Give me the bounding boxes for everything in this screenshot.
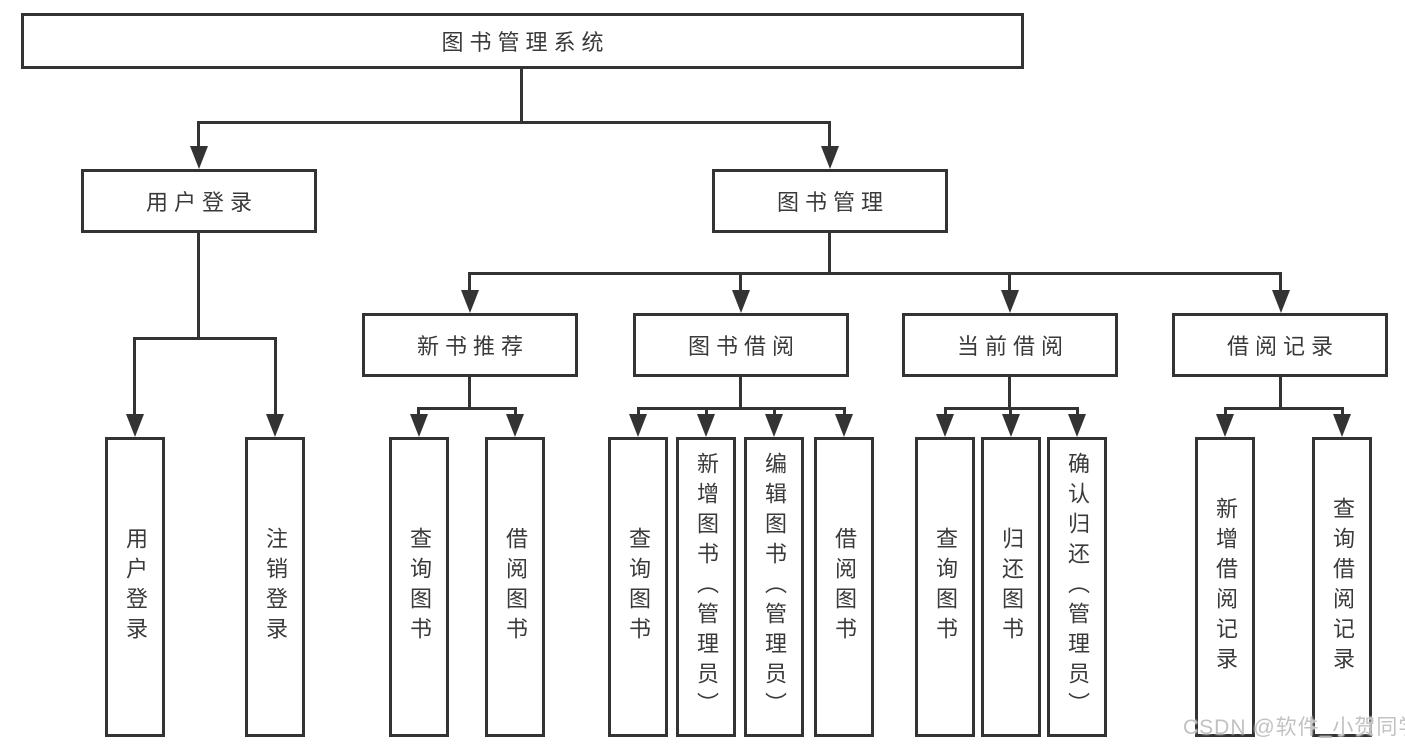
leaf-return-book: 归还图书 bbox=[981, 437, 1041, 737]
leaf-query-borrow-record: 查询借阅记录 bbox=[1312, 437, 1372, 737]
connector-line bbox=[468, 272, 1282, 275]
node-current-borrow-label: 当前借阅 bbox=[956, 334, 1069, 359]
node-book-management-label: 图书管理 bbox=[776, 190, 889, 215]
leaf-query-book-1-label: 查询图书 bbox=[407, 527, 432, 647]
connector-line bbox=[705, 407, 708, 417]
arrow-down-icon bbox=[1216, 414, 1234, 437]
leaf-add-borrow-record: 新增借阅记录 bbox=[1195, 437, 1255, 737]
leaf-query-book-3-label: 查询图书 bbox=[933, 527, 958, 647]
connector-line bbox=[1076, 407, 1079, 417]
connector-line bbox=[773, 407, 776, 417]
arrow-down-icon bbox=[1272, 290, 1290, 313]
leaf-logout: 注销登录 bbox=[245, 437, 305, 737]
leaf-user-login: 用户登录 bbox=[105, 437, 165, 737]
connector-line bbox=[1279, 272, 1282, 292]
connector-line bbox=[197, 121, 200, 149]
node-book-management: 图书管理 bbox=[712, 169, 948, 233]
connector-line bbox=[197, 233, 200, 337]
arrow-down-icon bbox=[506, 414, 524, 437]
connector-line bbox=[637, 407, 640, 417]
connector-line bbox=[514, 407, 517, 417]
arrow-down-icon bbox=[266, 414, 284, 437]
node-root: 图书管理系统 bbox=[21, 13, 1024, 69]
leaf-edit-book-admin: 编辑图书（管理员） bbox=[744, 437, 804, 737]
connector-line bbox=[1224, 407, 1344, 410]
leaf-borrow-book-2: 借阅图书 bbox=[814, 437, 874, 737]
leaf-query-borrow-record-label: 查询借阅记录 bbox=[1330, 497, 1355, 677]
leaf-query-book-2-label: 查询图书 bbox=[626, 527, 651, 647]
node-root-label: 图书管理系统 bbox=[441, 30, 610, 55]
arrow-down-icon bbox=[1333, 414, 1351, 437]
arrow-down-icon bbox=[697, 414, 715, 437]
leaf-add-book-admin-label: 新增图书（管理员） bbox=[694, 452, 719, 722]
leaf-return-book-label: 归还图书 bbox=[999, 527, 1024, 647]
connector-line bbox=[843, 407, 846, 417]
connector-line bbox=[133, 337, 277, 340]
leaf-confirm-return-admin-label: 确认归还（管理员） bbox=[1065, 452, 1090, 722]
connector-line bbox=[739, 377, 742, 408]
node-user-login-label: 用户登录 bbox=[145, 190, 258, 215]
leaf-borrow-book-1: 借阅图书 bbox=[485, 437, 545, 737]
connector-line bbox=[1341, 407, 1344, 417]
connector-line bbox=[1279, 377, 1282, 408]
connector-line bbox=[417, 407, 517, 410]
node-current-borrow: 当前借阅 bbox=[902, 313, 1118, 377]
leaf-borrow-book-2-label: 借阅图书 bbox=[832, 527, 857, 647]
arrow-down-icon bbox=[765, 414, 783, 437]
arrow-down-icon bbox=[732, 290, 750, 313]
leaf-logout-label: 注销登录 bbox=[263, 527, 288, 647]
leaf-edit-book-admin-label: 编辑图书（管理员） bbox=[762, 452, 787, 722]
arrow-down-icon bbox=[1068, 414, 1086, 437]
leaf-add-borrow-record-label: 新增借阅记录 bbox=[1213, 497, 1238, 677]
connector-line bbox=[1224, 407, 1227, 417]
leaf-borrow-book-1-label: 借阅图书 bbox=[503, 527, 528, 647]
arrow-down-icon bbox=[835, 414, 853, 437]
connector-line bbox=[828, 233, 831, 274]
connector-line bbox=[468, 272, 471, 292]
node-new-book-recommend-label: 新书推荐 bbox=[416, 334, 529, 359]
node-borrow-records-label: 借阅记录 bbox=[1226, 334, 1339, 359]
arrow-down-icon bbox=[1002, 414, 1020, 437]
arrow-down-icon bbox=[629, 414, 647, 437]
connector-line bbox=[637, 407, 846, 410]
leaf-query-book-1: 查询图书 bbox=[389, 437, 449, 737]
connector-line bbox=[274, 337, 277, 415]
connector-line bbox=[739, 272, 742, 292]
node-book-borrow: 图书借阅 bbox=[633, 313, 849, 377]
leaf-query-book-3: 查询图书 bbox=[915, 437, 975, 737]
connector-line bbox=[1009, 407, 1012, 417]
arrow-down-icon bbox=[936, 414, 954, 437]
arrow-down-icon bbox=[461, 290, 479, 313]
leaf-add-book-admin: 新增图书（管理员） bbox=[676, 437, 736, 737]
connector-line bbox=[417, 407, 420, 417]
leaf-query-book-2: 查询图书 bbox=[608, 437, 668, 737]
connector-line bbox=[828, 121, 831, 149]
leaf-confirm-return-admin: 确认归还（管理员） bbox=[1047, 437, 1107, 737]
leaf-user-login-label: 用户登录 bbox=[123, 527, 148, 647]
node-user-login: 用户登录 bbox=[81, 169, 317, 233]
node-borrow-records: 借阅记录 bbox=[1172, 313, 1388, 377]
connector-line bbox=[468, 377, 471, 408]
arrow-down-icon bbox=[190, 146, 208, 169]
arrow-down-icon bbox=[821, 146, 839, 169]
connector-line bbox=[1008, 272, 1011, 292]
node-book-borrow-label: 图书借阅 bbox=[687, 334, 800, 359]
connector-line bbox=[1008, 377, 1011, 408]
connector-line bbox=[197, 121, 831, 124]
arrow-down-icon bbox=[1001, 290, 1019, 313]
arrow-down-icon bbox=[410, 414, 428, 437]
connector-line bbox=[520, 69, 523, 121]
connector-line bbox=[944, 407, 947, 417]
connector-line bbox=[133, 337, 136, 415]
node-new-book-recommend: 新书推荐 bbox=[362, 313, 578, 377]
arrow-down-icon bbox=[126, 414, 144, 437]
csdn-watermark: CSDN @软件_小贺同学 bbox=[1183, 716, 1405, 739]
